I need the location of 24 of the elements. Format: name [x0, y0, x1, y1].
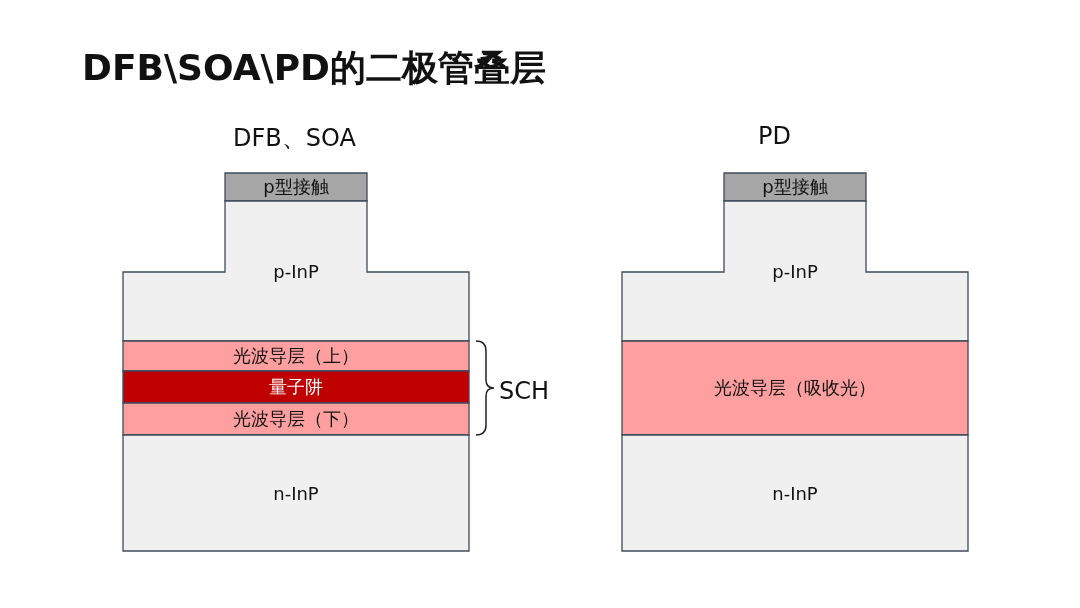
contact-layer	[225, 173, 367, 201]
waveguide-layer	[622, 341, 968, 435]
substrate-layer	[622, 435, 968, 551]
column-heading: PD	[758, 122, 791, 150]
layer-label: n-InP	[273, 482, 319, 504]
layer-label: 光波导层（上）	[233, 344, 359, 368]
layer-label: p型接触	[762, 175, 828, 199]
title: DFB\SOA\PD的二极管叠层	[82, 46, 546, 90]
mesa-layer	[123, 201, 469, 341]
layer-label: p型接触	[263, 175, 329, 199]
column-heading: DFB、SOA	[233, 123, 356, 154]
layer-label: 量子阱	[269, 375, 323, 399]
waveguide-layer	[123, 341, 469, 371]
substrate-layer	[123, 435, 469, 551]
region-label: SCH	[499, 377, 550, 405]
layer-label: 光波导层（下）	[233, 407, 359, 431]
layer-label: p-InP	[772, 260, 818, 282]
layer-label: n-InP	[772, 482, 818, 504]
contact-layer	[724, 173, 866, 201]
quantum-well-layer	[123, 371, 469, 403]
mesa-layer	[622, 201, 968, 341]
waveguide-layer	[123, 403, 469, 435]
layer-label: 光波导层（吸收光）	[714, 376, 876, 400]
layer-label: p-InP	[273, 260, 319, 282]
